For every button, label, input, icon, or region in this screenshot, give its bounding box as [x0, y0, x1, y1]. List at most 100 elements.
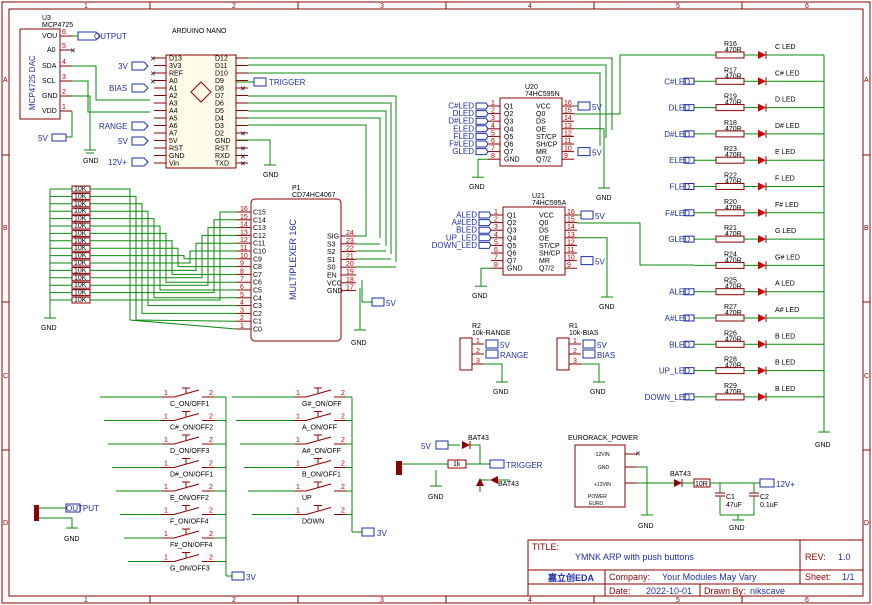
- switch-label: F_ON/OFF4: [170, 519, 209, 526]
- sr-pin-num: 8: [494, 262, 498, 269]
- pot-ref: R1: [569, 323, 578, 330]
- multiplexer-cd74hc4067[interactable]: P1 CD74HC4067 MULTIPLEXER 16C C1516C1415…: [236, 124, 396, 347]
- dac-ref: U3: [42, 15, 51, 22]
- sr-pin-label: Q2: [507, 220, 516, 227]
- sr-pin-label: MR: [539, 258, 550, 265]
- dac-output-net: OUTPUT: [94, 32, 127, 41]
- svg-text:2: 2: [209, 555, 213, 562]
- led-net: GLED: [668, 235, 690, 244]
- mux-part: CD74HC4067: [292, 192, 336, 199]
- led-label: B LED: [775, 386, 795, 393]
- row-label: D: [3, 520, 8, 527]
- arduino-12v-net: 12V+: [108, 158, 127, 167]
- gnd-label: GND: [599, 304, 615, 311]
- dac-mcp4725[interactable]: U3 MCP4725 MCP4725 DAC VOU A0 SDA SCL GN…: [19, 15, 150, 165]
- drawn-value: nikscave: [750, 586, 785, 596]
- arduino-pin-label: RST: [215, 146, 230, 153]
- net-flag: [475, 140, 489, 148]
- svg-text:1: 1: [164, 508, 168, 515]
- sr-pin-label: SH/CP: [539, 251, 561, 258]
- arduino-nano[interactable]: ARDUINO NANO D133V3REFA0A1A2A3A4A5A6A75V…: [99, 28, 613, 262]
- row-label: C: [864, 373, 869, 380]
- net-flag: [580, 256, 594, 266]
- led-net: ELED: [669, 156, 690, 165]
- resistor-ref: R17: [724, 67, 737, 74]
- dac-pin-name: SCL: [42, 78, 56, 85]
- eurorack-pin: -12VIN: [594, 452, 610, 458]
- sr-pin-num: 15: [564, 108, 572, 115]
- net-flag: [475, 148, 489, 156]
- resistor-470: [715, 393, 745, 401]
- sr-net-label: A#LED: [452, 218, 478, 227]
- mux-pin-num: 17: [346, 285, 354, 292]
- c2-label: C2: [760, 494, 769, 501]
- output-jack[interactable]: OUTPUT GND: [34, 503, 99, 543]
- sr-net-label: GLED: [452, 147, 474, 156]
- mux-pin-label: C6: [253, 280, 262, 287]
- mux-pin-num: 9: [240, 261, 244, 268]
- mux-pin-num: 8: [240, 268, 244, 275]
- resistor-470: [715, 314, 745, 322]
- mux-pin-label: S2: [327, 249, 336, 256]
- no-connect-mark: ✕: [240, 161, 246, 168]
- gnd-label: GND: [469, 184, 485, 191]
- shift-register-u20[interactable]: U20 74HC595N Q11Q22Q33Q44Q55Q66Q77GND8VC…: [448, 84, 611, 202]
- dac-pin-num: 2: [62, 89, 66, 96]
- resistor-value: 10K: [74, 290, 87, 297]
- diode-icon: [462, 441, 470, 449]
- net-flag: [371, 297, 385, 307]
- sr-pin-label: Q4: [507, 235, 516, 242]
- sr-net-label: C#LED: [448, 102, 474, 111]
- mux-pin-num: 2: [240, 315, 244, 322]
- date-label: Date:: [609, 586, 631, 596]
- no-connect-mark: ✕: [150, 79, 156, 86]
- svg-text:1: 1: [296, 461, 300, 468]
- mux-pin-num: 10: [240, 253, 248, 260]
- dac-pin-name: SDA: [42, 63, 57, 70]
- svg-text:3: 3: [476, 358, 480, 365]
- resistor-ref: R16: [724, 41, 737, 48]
- resistor-470: [715, 51, 745, 59]
- col-label: 6: [805, 3, 809, 10]
- led-net: FLED: [670, 183, 691, 192]
- mux-pin-num: 23: [346, 238, 354, 245]
- pot-name: 10k-RANGE: [472, 330, 511, 337]
- sr-pin-num: 4: [494, 232, 498, 239]
- push-button[interactable]: 1 2G_ON/OFF3: [162, 552, 214, 573]
- sr-pin-num: 7: [491, 146, 495, 153]
- switch-label: G_ON/OFF3: [170, 566, 210, 573]
- shift-register-u21[interactable]: U21 74HC595A Q11Q22Q33Q44Q55Q66Q77GND8VC…: [432, 193, 615, 311]
- sr-pin-num: 14: [567, 224, 575, 231]
- trigger-output-circuit[interactable]: 5V BAT43 1k TRIGGER GND BAT43: [396, 435, 543, 501]
- resistor-ref: R22: [724, 173, 737, 180]
- eurorack-label2: EURO: [589, 501, 604, 507]
- arduino-pin-label: D4: [215, 116, 224, 123]
- eurorack-power[interactable]: EURORACK_POWER -12VIN GND +12VIN POWER E…: [568, 435, 795, 532]
- trigger-net: TRIGGER: [506, 461, 543, 470]
- sr-pin-num: 15: [567, 217, 575, 224]
- eda-logo: 嘉立创EDA: [547, 572, 595, 583]
- svg-text:1: 1: [164, 555, 168, 562]
- resistor-ref: R18: [724, 120, 737, 127]
- sr-pin-num: 1: [491, 100, 495, 107]
